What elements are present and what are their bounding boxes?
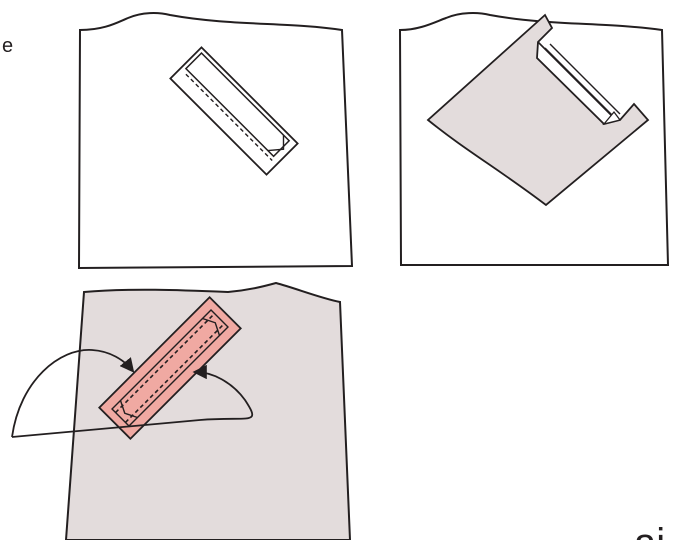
strip-edge	[549, 43, 621, 115]
strip-fold-corner	[267, 135, 285, 152]
step-two-panel	[398, 12, 670, 266]
edge-letters-bottom-right: ai	[634, 521, 665, 540]
folded-strip-diagonal	[169, 46, 299, 176]
strip-fold-layer	[184, 51, 291, 158]
fabric-sheet-grey	[64, 281, 352, 540]
binding-inner-fold	[111, 309, 229, 427]
folded-strip-under-flap	[537, 41, 622, 126]
strip-edge	[537, 41, 613, 117]
stitch-line	[185, 73, 273, 161]
step-three-panel	[11, 281, 352, 540]
arrow-right-curve	[11, 364, 254, 438]
edge-letter-top-left: e	[2, 35, 13, 57]
arrow-left-curve	[11, 349, 135, 438]
fabric-sheet-white	[77, 12, 354, 270]
stitch-line-lower	[124, 322, 226, 424]
strip-edge	[544, 47, 615, 118]
binding-end-mark	[119, 400, 138, 419]
binding-end-mark	[202, 317, 221, 336]
strip-fold-corner	[602, 110, 622, 126]
pink-binding-strip	[98, 296, 242, 440]
step-one-panel	[77, 12, 354, 270]
